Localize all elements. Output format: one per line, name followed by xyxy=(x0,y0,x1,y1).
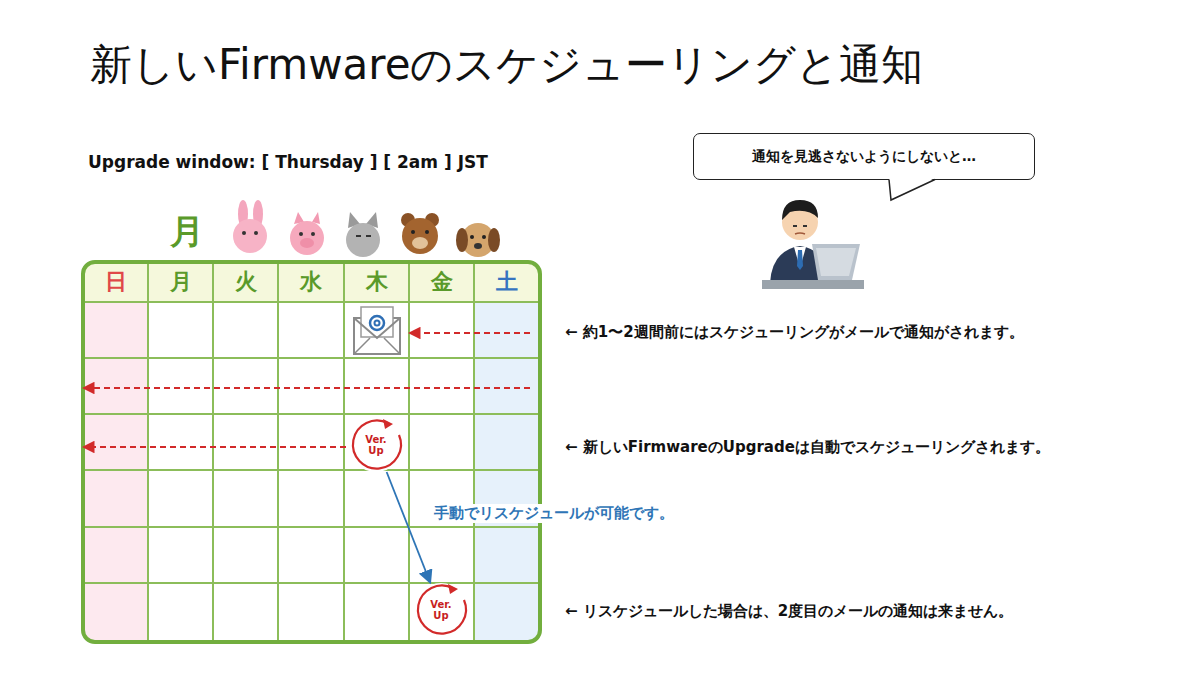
animal-heads xyxy=(233,200,500,257)
version-up-circle: Ver. Up xyxy=(414,583,468,637)
dashed-arrows xyxy=(92,333,530,447)
day-header: 月 xyxy=(148,268,213,296)
day-header: 水 xyxy=(278,268,344,296)
bubble-text: 通知を見逃さないようにしないと… xyxy=(752,147,976,165)
speech-bubble: 通知を見逃さないようにしないと… xyxy=(693,133,1035,180)
version-label: Ver. Up xyxy=(426,599,456,622)
calendar xyxy=(83,262,540,642)
label: 月 xyxy=(170,210,204,253)
day-header: 土 xyxy=(474,268,540,296)
edge-label: 手動でリスケジュールが可能です。 xyxy=(432,504,676,523)
day-header: 木 xyxy=(344,268,409,296)
annotation: ← リスケジュールした場合は、2度目のメールの通知は来ません。 xyxy=(565,602,1013,621)
mail-icon xyxy=(354,307,400,354)
reschedule-arrow xyxy=(387,472,431,583)
title: 新しいFirmwareのスケジューリングと通知 xyxy=(90,40,924,90)
version-up-circle: Ver. Up xyxy=(349,418,403,472)
bubble-tail xyxy=(889,178,949,208)
day-header: 金 xyxy=(409,268,474,296)
annotation: ← 新しいFirmwareのUpgradeは自動でスケジューリングされます。 xyxy=(565,438,1050,457)
person-illustration xyxy=(762,200,864,289)
day-header: 日 xyxy=(83,268,148,296)
annotation: ← 約1〜2週間前にはスケジューリングがメールで通知がされます。 xyxy=(565,323,1024,342)
day-header: 火 xyxy=(213,268,278,296)
label: Upgrade window: [ Thursday ] [ 2am ] JST xyxy=(88,152,488,173)
version-label: Ver. Up xyxy=(361,434,391,457)
